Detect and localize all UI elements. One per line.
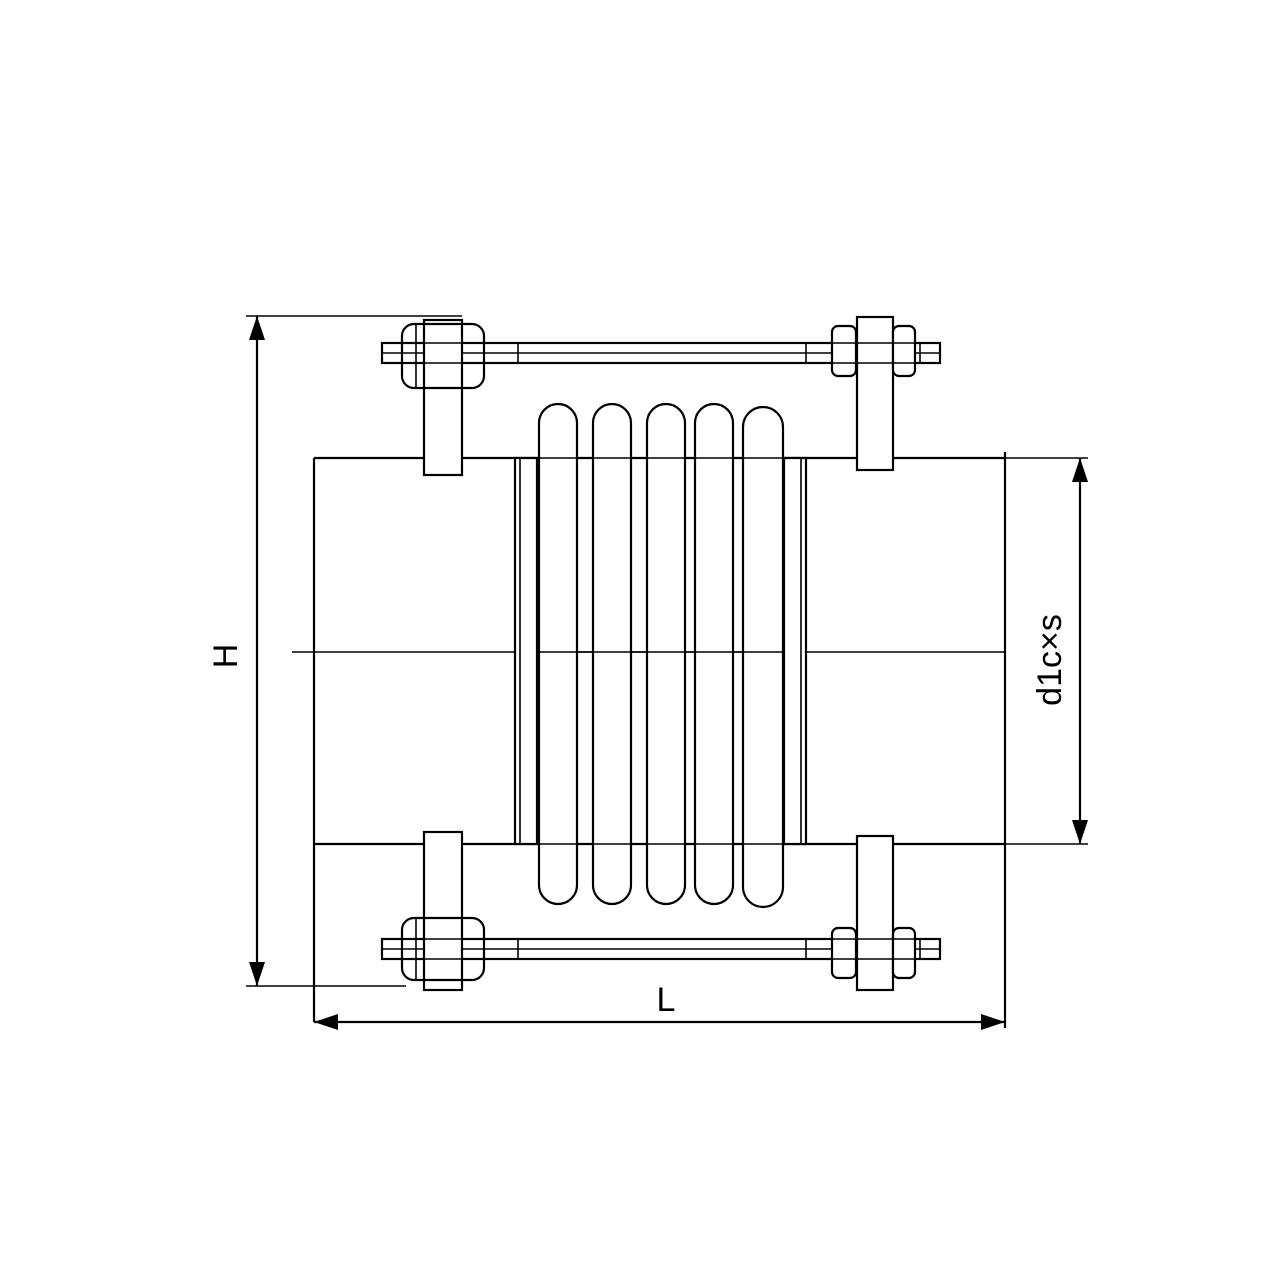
diameter-label: d1c×s (1031, 614, 1069, 706)
arrowhead-up (249, 316, 265, 340)
bellows-convolution (591, 402, 633, 906)
bellows-convolution (693, 402, 735, 906)
arrowhead-down (1072, 820, 1088, 844)
arrowhead-left (314, 1014, 338, 1030)
dimension-diameter: d1c×s (1005, 457, 1088, 845)
height-label: H (207, 644, 245, 669)
bellows-convolution (537, 402, 579, 906)
bottom-tie-rod-assembly (380, 830, 942, 992)
arrowhead-right (981, 1014, 1005, 1030)
arrowhead-down (249, 962, 265, 986)
bellows-convolution (645, 402, 687, 906)
right-inner-nut-bottom (830, 926, 858, 980)
length-label: L (657, 981, 676, 1019)
right-lug-plate-bottom (855, 834, 895, 992)
top-tie-rod-assembly (380, 315, 942, 477)
arrowhead-up (1072, 458, 1088, 482)
right-inner-nut-top (830, 324, 858, 378)
dimension-h: H (207, 315, 462, 987)
bellows-convolution (741, 405, 785, 909)
left-nut-bottom (400, 916, 486, 982)
bellows-section (513, 402, 808, 909)
right-outer-nut-bottom (891, 926, 917, 980)
right-outer-nut-top (891, 324, 917, 378)
right-lug-plate-top (855, 315, 895, 472)
dimension-l: L (314, 981, 1005, 1030)
left-lug-plate-top (422, 318, 464, 477)
bellows-right-collar (782, 456, 808, 846)
left-lug-plate-bottom (422, 830, 464, 992)
left-nut-top (400, 322, 486, 390)
bellows-left-collar (513, 456, 539, 846)
